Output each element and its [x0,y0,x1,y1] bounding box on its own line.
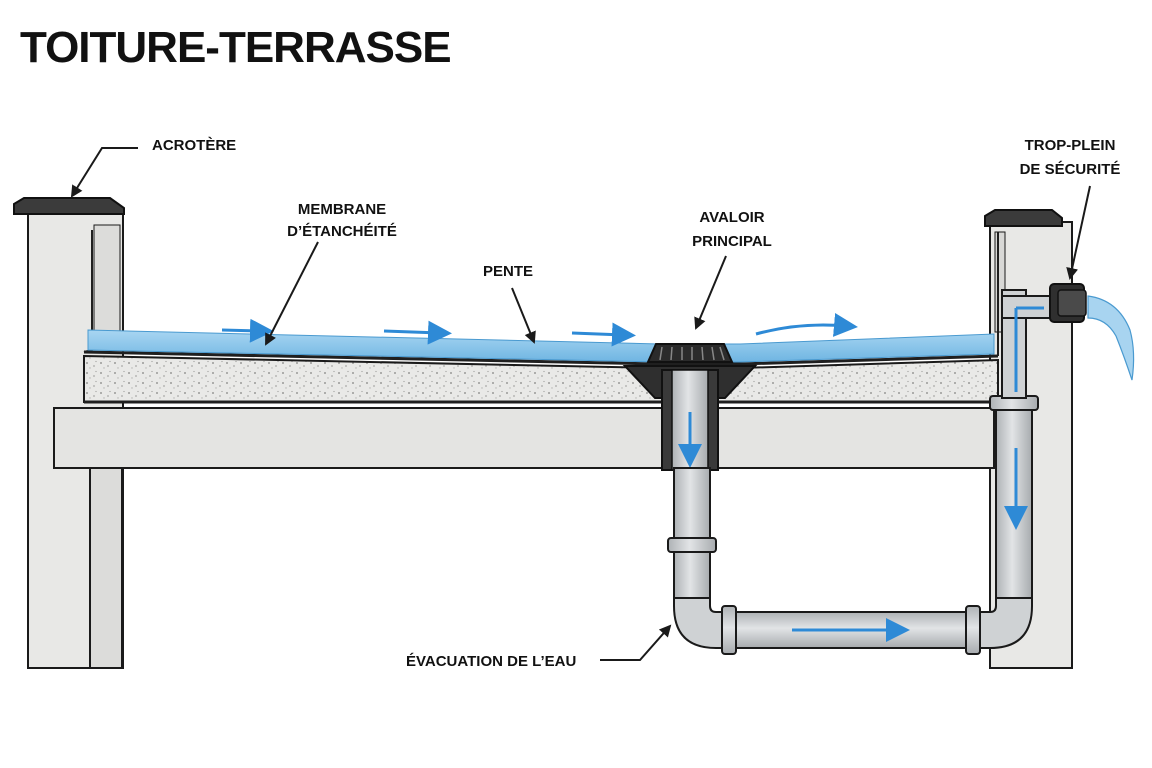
right-coping-cap [984,209,1063,227]
flow-arrow [383,320,452,345]
pipe-coupling [667,537,717,553]
pipe-elbow [979,595,1033,649]
leader-pente [511,287,536,344]
drain-grate-icon [646,343,734,363]
pipe-coupling [721,605,737,655]
leader-membrane [265,241,319,346]
label-membrane-line2: D’ÉTANCHÉITÉ [287,223,397,240]
pipe-coupling [965,605,981,655]
leader-evacuation [600,624,672,661]
diagram-title: TOITURE-TERRASSE [20,23,451,72]
water-layer [87,329,995,363]
label-membrane-line1: MEMBRANE [298,201,386,218]
drain-pipe [667,467,1033,655]
overflow-pipe [989,283,1135,599]
leader-trop-plein [1066,185,1091,280]
left-column [89,467,123,669]
flow-arrow [755,313,858,337]
label-pente: PENTE [483,263,533,280]
flow-arrow [221,318,274,343]
concrete-slab [53,407,995,469]
label-evacuation: ÉVACUATION DE L’EAU [406,653,576,670]
label-avaloir-line2: PRINCIPAL [692,233,772,250]
leader-lines [70,147,1091,661]
label-avaloir-line1: AVALOIR [699,209,764,226]
water-spout [1087,295,1135,381]
left-coping-cap [13,197,125,215]
flow-arrows-roof [221,313,858,347]
waterproof-membrane [83,350,999,366]
label-acrotere: ACROTÈRE [152,137,236,154]
label-trop-plein-line2: DE SÉCURITÉ [1020,161,1121,178]
leader-acrotere [70,147,138,198]
leader-avaloir [694,255,727,330]
flow-arrow [571,322,636,347]
label-trop-plein-line1: TROP-PLEIN [1025,137,1116,154]
